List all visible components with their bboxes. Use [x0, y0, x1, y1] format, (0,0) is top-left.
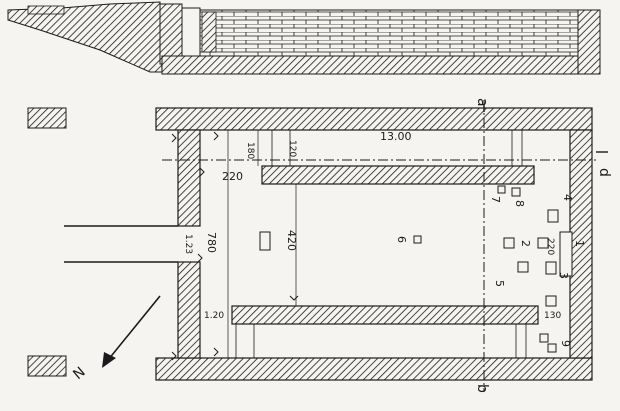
wall-top [155, 107, 593, 131]
object-label-5: 5 [493, 280, 506, 287]
dim-780: 780 [205, 232, 218, 253]
dim-220-left: 220 [222, 170, 243, 183]
bench-lower [231, 305, 539, 325]
object-label-6: 6 [395, 236, 408, 243]
north-arrow-head [102, 352, 116, 368]
section-left-wall [159, 3, 183, 65]
dim-arrow-7 [197, 253, 203, 263]
object-label-9: 9 [559, 340, 572, 347]
dim-420: 420 [285, 230, 298, 251]
object-label-3: 3 [557, 272, 570, 279]
outside-block-bottom [27, 355, 67, 377]
dim-arrow-1 [171, 133, 177, 143]
find-8-square [511, 187, 521, 197]
dim-123: 1.23 [183, 234, 193, 254]
section-label-b: b [474, 384, 490, 393]
dim-220-right: 220 [545, 238, 555, 255]
plan-labels: a b d 13.00 180 120 220 780 420 1.23 1.2… [70, 98, 612, 393]
dim-arrow-3 [199, 167, 205, 177]
right-wall-niche [559, 231, 573, 277]
section-masonry [199, 9, 581, 57]
floor-plan [27, 100, 608, 392]
dim-120: 120 [287, 140, 297, 157]
dim-arrow-4 [289, 295, 299, 301]
find-slab-center [259, 231, 271, 251]
object-label-4: 4 [561, 194, 574, 201]
wall-left-lower [177, 261, 201, 359]
section-ground-strip [161, 55, 601, 75]
find-2-square-b [537, 237, 549, 249]
find-4-square [547, 209, 559, 223]
north-label: N [70, 364, 88, 383]
bench-upper [261, 165, 535, 185]
dim-120-left: 1.20 [204, 311, 224, 321]
section-elevation [7, 1, 601, 75]
object-label-1: 1 [573, 240, 586, 247]
section-right-wall [577, 9, 601, 75]
dim-130: 130 [544, 311, 561, 321]
section-dark-joint [201, 11, 217, 53]
ground-slope-left [7, 1, 163, 73]
find-9-square [547, 343, 557, 353]
object-label-2: 2 [519, 240, 532, 247]
section-label-a: a [474, 98, 490, 107]
object-label-7: 7 [489, 196, 502, 203]
find-bottom-square-b [539, 333, 549, 343]
section-label-d: d [596, 168, 612, 177]
dim-arrow-2 [213, 131, 219, 141]
dim-length-top: 13.00 [380, 130, 412, 143]
ground-block-top [27, 5, 65, 15]
find-3-square-b [545, 261, 557, 275]
dim-arrow-6 [171, 351, 177, 361]
dim-arrow-5 [213, 347, 219, 357]
dim-180: 180 [245, 142, 255, 159]
find-3-square-a [517, 261, 529, 273]
wall-left-upper [177, 129, 201, 227]
object-label-8: 8 [513, 200, 526, 207]
north-arrow-shaft [107, 295, 161, 361]
wall-bottom [155, 357, 593, 381]
find-bottom-square-a [545, 295, 557, 307]
outside-block-top [27, 107, 67, 129]
find-6-square [413, 235, 422, 244]
find-2-square-a [503, 237, 515, 249]
find-7-square [497, 185, 506, 194]
